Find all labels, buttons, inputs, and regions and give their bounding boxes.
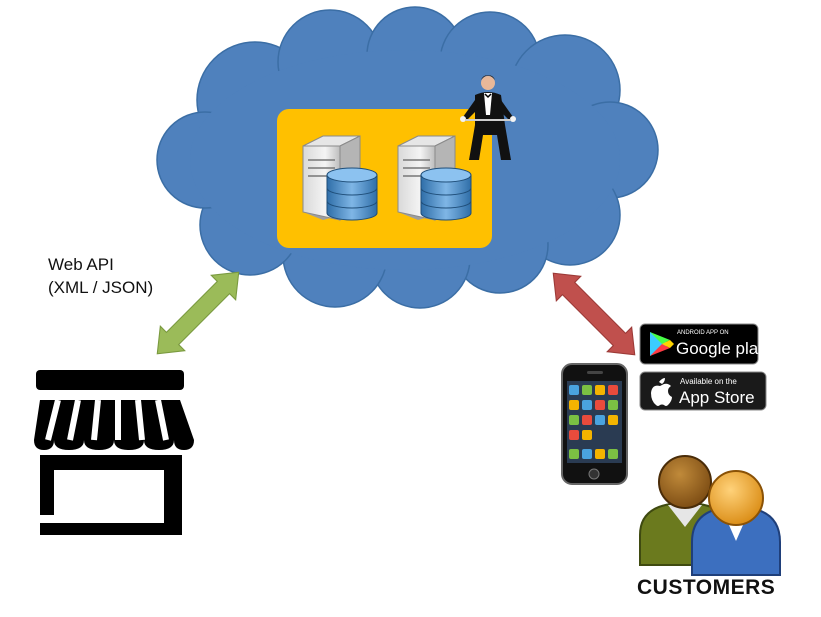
database-icon: [420, 167, 472, 221]
google-play-badge[interactable]: ANDROID APP ON Google play: [639, 323, 767, 365]
google-play-small-text: ANDROID APP ON: [677, 330, 729, 336]
web-api-label-line2: (XML / JSON): [48, 278, 154, 297]
api-arrow: [156, 271, 240, 355]
web-api-label: Web API (XML / JSON): [48, 253, 153, 299]
smartphone-icon: [561, 363, 628, 485]
store-icon: [34, 370, 194, 535]
app-store-badge[interactable]: Available on the App Store: [639, 371, 767, 411]
customers-label: CUSTOMERS: [637, 576, 776, 599]
app-store-large-text: App Store: [679, 388, 755, 407]
google-play-large-text: Google play: [676, 339, 767, 358]
database-icon: [326, 167, 378, 221]
web-api-label-line1: Web API: [48, 255, 114, 274]
customer-arrow: [552, 272, 636, 356]
app-store-small-text: Available on the: [680, 377, 737, 386]
butler-icon: [460, 75, 516, 160]
customers-icon: [639, 455, 781, 576]
